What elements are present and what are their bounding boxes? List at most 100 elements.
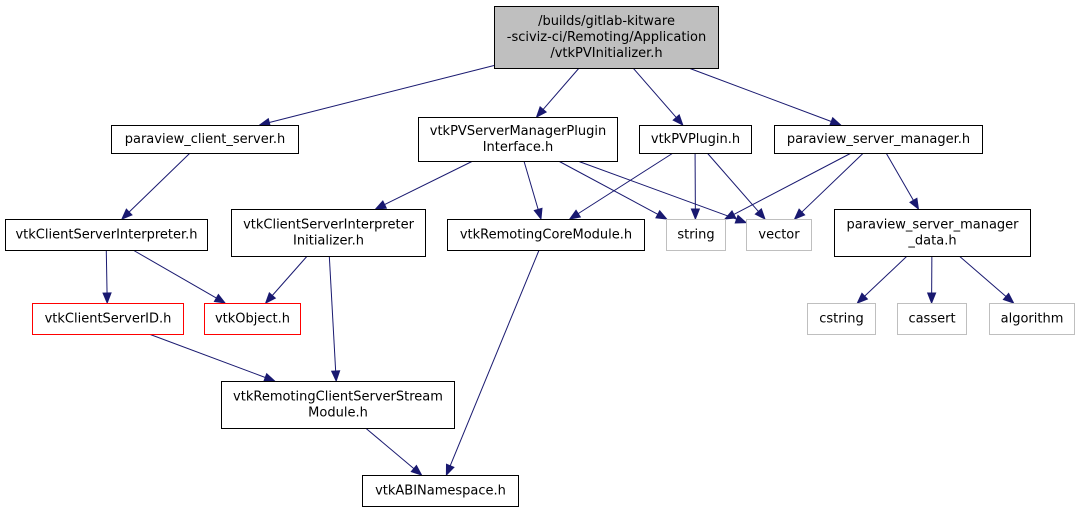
node-vtk-client-server-id[interactable]: vtkClientServerID.h bbox=[32, 303, 184, 335]
node-box[interactable] bbox=[204, 303, 301, 335]
arrowhead-icon bbox=[734, 214, 748, 224]
edge-root-to-vtk-pvserver-manager-plugin-interface bbox=[535, 67, 580, 119]
arrowhead-icon bbox=[568, 209, 582, 220]
edge-line bbox=[523, 160, 539, 210]
edge-line bbox=[577, 152, 674, 215]
node-box[interactable] bbox=[32, 303, 184, 335]
node-box bbox=[494, 6, 719, 69]
node-box bbox=[807, 303, 876, 335]
node-label-line: vtkPVServerManagerPlugin bbox=[430, 124, 606, 139]
arrowhead-icon bbox=[793, 208, 806, 220]
node-paraview-server-manager[interactable]: paraview_server_manager.h bbox=[774, 125, 983, 154]
edge-line bbox=[271, 255, 308, 296]
edge-line bbox=[577, 160, 737, 220]
node-string: string bbox=[666, 219, 726, 251]
node-label-line: paraview_server_manager.h bbox=[787, 132, 970, 147]
edge-paraview-server-manager-to-vector bbox=[793, 152, 864, 220]
edge-vtk-remoting-core-module-to-vtk-abinamespace bbox=[445, 249, 540, 477]
arrowhead-icon bbox=[829, 116, 842, 126]
edge-vtk-client-server-id-to-vtk-remoting-client-server-stream-module bbox=[148, 333, 276, 382]
arrowhead-icon bbox=[445, 463, 455, 477]
edge-line bbox=[801, 152, 864, 213]
arrowhead-icon bbox=[263, 372, 276, 382]
node-label-line: algorithm bbox=[1001, 312, 1064, 327]
node-box[interactable] bbox=[447, 219, 645, 251]
arrowhead-icon bbox=[655, 209, 668, 220]
node-vtk-remoting-core-module[interactable]: vtkRemotingCoreModule.h bbox=[447, 219, 645, 251]
edge-line bbox=[384, 160, 474, 206]
node-label-line: vtkObject.h bbox=[215, 312, 290, 327]
node-label-line: Interface.h bbox=[483, 140, 554, 155]
node-box[interactable] bbox=[834, 209, 1031, 257]
node-algorithm: algorithm bbox=[989, 303, 1075, 335]
node-label-line: -sciviz-ci/Remoting/Application bbox=[507, 30, 706, 45]
node-label-line: /builds/gitlab-kitware bbox=[538, 14, 675, 29]
edge-line bbox=[885, 152, 914, 201]
edge-line bbox=[269, 64, 495, 124]
node-box[interactable] bbox=[231, 209, 426, 257]
arrowhead-icon bbox=[856, 292, 869, 304]
edge-line bbox=[558, 160, 659, 215]
node-box[interactable] bbox=[111, 125, 299, 154]
node-label-line: vector bbox=[758, 228, 800, 243]
node-box bbox=[989, 303, 1075, 335]
edge-vtk-client-server-interpreter-to-vtk-client-server-id bbox=[102, 249, 112, 305]
edge-line bbox=[733, 152, 852, 215]
node-vtk-abinamespace[interactable]: vtkABINamespace.h bbox=[362, 475, 519, 507]
node-cassert: cassert bbox=[897, 303, 967, 335]
node-box bbox=[666, 219, 726, 251]
node-vtk-pvplugin[interactable]: vtkPVPlugin.h bbox=[639, 125, 752, 154]
edge-paraview-server-manager-to-string bbox=[723, 152, 852, 220]
edge-paraview-server-manager-data-to-cstring bbox=[856, 255, 908, 304]
edges-layer bbox=[102, 64, 1015, 477]
edge-line bbox=[542, 67, 580, 110]
node-box[interactable] bbox=[5, 219, 208, 251]
edge-vtk-pvserver-manager-plugin-interface-to-vector bbox=[577, 160, 748, 224]
edge-vtk-pvserver-manager-plugin-interface-to-vtk-client-server-interpreter-initializer bbox=[374, 160, 474, 210]
edge-paraview-server-manager-to-paraview-server-manager-data bbox=[885, 152, 920, 211]
edge-line bbox=[365, 427, 415, 469]
node-vtk-client-server-interpreter[interactable]: vtkClientServerInterpreter.h bbox=[5, 219, 208, 251]
edge-line bbox=[688, 67, 832, 122]
node-box bbox=[746, 219, 812, 251]
arrowhead-icon bbox=[723, 209, 737, 220]
node-vtk-object[interactable]: vtkObject.h bbox=[204, 303, 301, 335]
node-label-line: string bbox=[677, 228, 714, 243]
arrowhead-icon bbox=[535, 105, 548, 119]
arrowhead-icon bbox=[1002, 292, 1015, 304]
node-label-line: Module.h bbox=[308, 406, 368, 421]
edge-line bbox=[132, 249, 217, 299]
edge-vtk-client-server-interpreter-to-vtk-object bbox=[132, 249, 227, 304]
node-box[interactable] bbox=[639, 125, 752, 154]
node-label-line: paraview_server_manager bbox=[846, 218, 1019, 233]
edge-line bbox=[958, 255, 1007, 297]
node-paraview-server-manager-data[interactable]: paraview_server_manager_data.h bbox=[834, 209, 1031, 257]
arrowhead-icon bbox=[754, 207, 766, 221]
node-paraview-client-server[interactable]: paraview_client_server.h bbox=[111, 125, 299, 154]
node-root: /builds/gitlab-kitware-sciviz-ci/Remotin… bbox=[494, 6, 719, 69]
node-box[interactable] bbox=[362, 475, 519, 507]
edge-line bbox=[148, 333, 266, 378]
node-label-line: vtkRemotingCoreModule.h bbox=[460, 228, 632, 243]
edge-paraview-client-server-to-vtk-client-server-interpreter bbox=[121, 152, 191, 220]
node-box bbox=[897, 303, 967, 335]
arrowhead-icon bbox=[909, 197, 920, 211]
edge-vtk-pvplugin-to-vtk-remoting-core-module bbox=[568, 152, 674, 220]
arrowhead-icon bbox=[672, 113, 684, 127]
node-label-line: vtkClientServerInterpreter.h bbox=[15, 228, 197, 243]
node-label-line: paraview_client_server.h bbox=[125, 132, 286, 147]
arrowhead-icon bbox=[121, 208, 133, 220]
edge-line bbox=[706, 152, 759, 212]
node-box[interactable] bbox=[774, 125, 983, 154]
node-box[interactable] bbox=[221, 381, 455, 429]
edge-vtk-client-server-interpreter-initializer-to-vtk-object bbox=[264, 255, 308, 305]
edge-vtk-pvserver-manager-plugin-interface-to-vtk-remoting-core-module bbox=[523, 160, 543, 221]
node-cstring: cstring bbox=[807, 303, 876, 335]
arrowhead-icon bbox=[374, 200, 388, 210]
node-label-line: Initializer.h bbox=[293, 234, 364, 249]
arrowhead-icon bbox=[330, 370, 341, 383]
node-box[interactable] bbox=[418, 117, 618, 162]
